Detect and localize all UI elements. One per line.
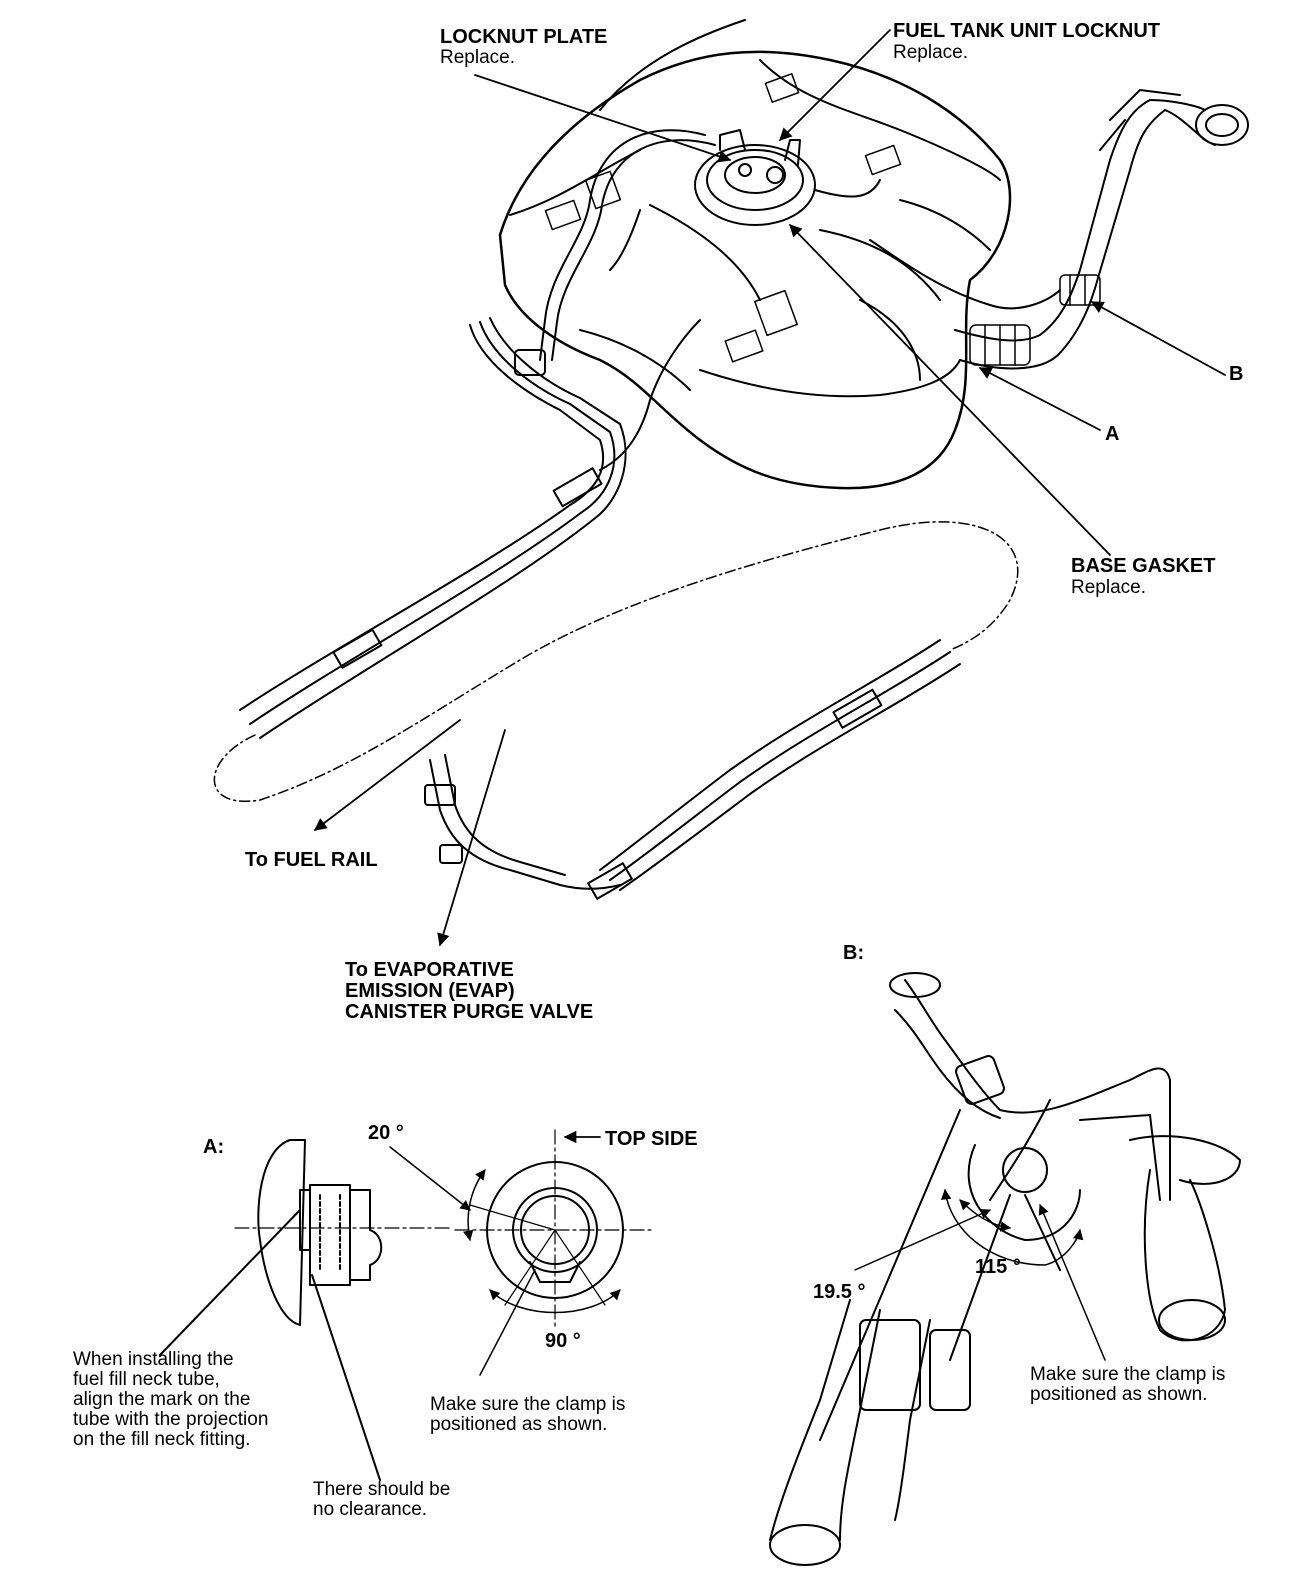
fuel-lines-upper xyxy=(239,317,701,739)
base-gasket-note: Replace. xyxy=(1071,577,1146,598)
detail-a-angle-top: 20 ° xyxy=(368,1122,404,1144)
fuel-rail-leader xyxy=(313,719,461,831)
detail-b-angle-large: 115 ° xyxy=(975,1256,1021,1278)
install-note: When installing the fuel fill neck tube,… xyxy=(73,1349,269,1450)
fuel-tank-unit-locknut-note: Replace. xyxy=(893,42,968,63)
fuel-lines-lower xyxy=(424,639,961,900)
detail-a-clamp-note: Make sure the clamp is positioned as sho… xyxy=(430,1394,626,1435)
detail-a-angle-bottom: 90 ° xyxy=(545,1330,581,1352)
callout-b-label: B xyxy=(1229,363,1244,385)
to-fuel-rail-label: To FUEL RAIL xyxy=(245,849,378,871)
locknut-plate-leader xyxy=(474,74,732,163)
locknut-plate-note: Replace. xyxy=(440,47,515,68)
tank-hoses xyxy=(514,129,1061,376)
detail-a-title: A: xyxy=(203,1136,225,1158)
clearance-note: There should be no clearance. xyxy=(313,1479,451,1520)
detail-b-title: B: xyxy=(843,942,865,964)
detail-a-front-view xyxy=(389,1129,656,1376)
base-gasket-label: BASE GASKET xyxy=(1071,555,1216,577)
locknut-plate-label: LOCKNUT PLATE xyxy=(440,26,608,48)
detail-b-angle-small: 19.5 ° xyxy=(813,1281,866,1303)
fuel-fill-neck xyxy=(954,89,1249,370)
callout-a-leader xyxy=(978,367,1101,431)
detail-b-clamp-note: Make sure the clamp is positioned as sho… xyxy=(1030,1364,1226,1405)
break-line xyxy=(213,521,1019,803)
top-side-label: TOP SIDE xyxy=(605,1128,698,1150)
callout-a-label: A xyxy=(1105,423,1120,445)
callout-b-leader xyxy=(1090,301,1226,376)
detail-a-side-view xyxy=(159,1139,451,1481)
base-gasket-leader xyxy=(789,224,1111,556)
evap-leader xyxy=(437,729,506,947)
leader-lines xyxy=(313,29,1226,947)
fuel-tank xyxy=(498,19,1012,490)
detail-b-drawing xyxy=(769,972,1241,1566)
to-evap-label: To EVAPORATIVE EMISSION (EVAP) CANISTER … xyxy=(345,959,594,1023)
fuel-tank-unit-locknut-label: FUEL TANK UNIT LOCKNUT xyxy=(893,20,1161,42)
fuel-pump-unit xyxy=(694,129,816,226)
fuel-tank-unit-locknut-leader xyxy=(779,29,891,141)
